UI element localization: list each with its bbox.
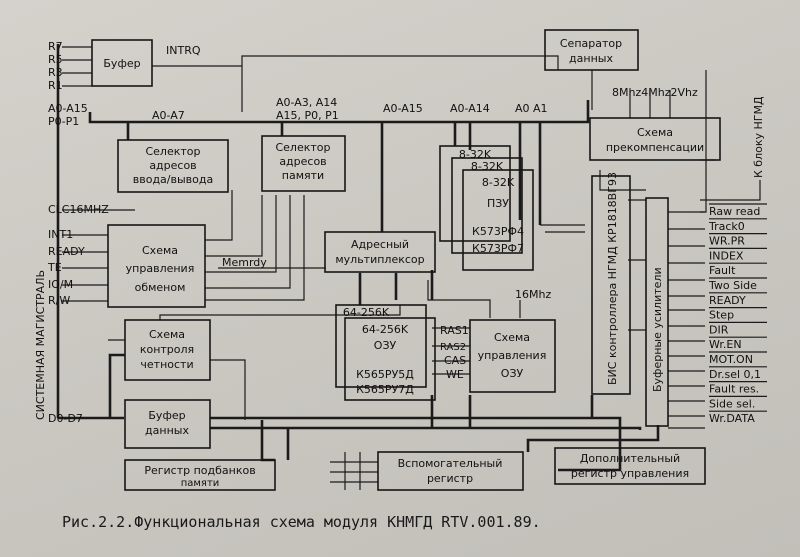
signal-a0-a14: A0-A14	[450, 102, 490, 115]
separator-label-1: Сепаратор	[560, 37, 622, 50]
aux-reg-label-2: регистр	[427, 472, 473, 485]
block-outlines	[91, 29, 721, 491]
data-buffer-label-1: Буфер	[148, 409, 185, 422]
io-selector-label-2: адресов	[149, 159, 196, 172]
parity-label-1: Схема	[149, 328, 185, 341]
fdd-signal-label: READY	[709, 294, 746, 307]
signal-ras2: RAS2	[440, 342, 466, 353]
subbank-reg-label-2: памяти	[181, 478, 220, 489]
exchange-ctrl-label-1: Схема	[142, 244, 178, 257]
addr-mux-label-1: Адресный	[351, 238, 409, 251]
ram-back-label: 64-256K	[343, 306, 390, 319]
fdd-signal-label: Step	[709, 309, 734, 322]
fdd-signal-label: Side sel.	[709, 397, 755, 410]
signal-io-m: IO/M	[48, 278, 73, 291]
buffer-label: Буфер	[103, 57, 140, 70]
rom-label-3: К573РФ4	[472, 225, 524, 238]
fdd-signal-label: Raw read	[709, 205, 760, 218]
extra-ctrl-reg-label-2: регистр управления	[571, 467, 689, 480]
io-selector-label-1: Селектор	[145, 145, 200, 158]
rom-label-1: 8-32K	[482, 176, 515, 189]
signal-intrq: INTRQ	[166, 44, 201, 57]
ram-ctrl-label-3: ОЗУ	[501, 367, 524, 380]
signal-ready: READY	[48, 245, 85, 258]
signal-16mhz: 16Mhz	[515, 288, 551, 301]
exchange-ctrl-label-2: управления	[126, 262, 195, 275]
fdd-signal-label: Wr.DATA	[709, 412, 755, 425]
bus-amps-label: Буферные усилители	[651, 267, 664, 392]
fdd-signal-label: MOT.ON	[709, 353, 753, 366]
signal-r3: R3	[48, 66, 63, 79]
signal-p0-p1: P0-P1	[48, 115, 79, 128]
ram-label-1: 64-256K	[362, 323, 409, 336]
fdd-signal-label: Fault	[709, 264, 736, 277]
parity-label-3: четности	[140, 358, 193, 371]
signal-r-w: R/W	[48, 294, 70, 307]
ram-label-2: ОЗУ	[374, 339, 397, 352]
parity-label-2: контроля	[140, 343, 194, 356]
signal-r1: R1	[48, 79, 63, 92]
signal-a0-a15-left: A0-A15	[48, 102, 88, 115]
ram-label-3: К565РУ5Д	[356, 368, 414, 381]
signal-a0-a7: A0-A7	[152, 109, 185, 122]
ram-label-4: К565РУ7Д	[356, 383, 414, 396]
mem-selector-label-3: памяти	[282, 169, 324, 182]
aux-reg-label-1: Вспомогательный	[398, 457, 503, 470]
data-buffer-label-2: данных	[145, 424, 189, 437]
signal-r5: R5	[48, 53, 63, 66]
rom-label-4: К573РФ7	[472, 242, 524, 255]
signal-a0-a3-a14: A0-A3, A14	[276, 96, 337, 109]
exchange-ctrl-label-3: обменом	[135, 281, 186, 294]
signal-labels: СИСТЕМНАЯ МАГИСТРАЛЬ К блоку НГМД R7 R5 …	[34, 40, 765, 425]
precomp-label-2: прекомпенсации	[606, 141, 704, 154]
signal-te: TE	[47, 261, 62, 274]
mem-selector-label-2: адресов	[279, 155, 326, 168]
wiring	[56, 44, 761, 490]
extra-ctrl-reg-label-1: Дополнительный	[580, 452, 680, 465]
signal-a0-a15-mid: A0-A15	[383, 102, 423, 115]
signal-clc16: CLC16MHZ	[48, 203, 109, 216]
signal-a15-p0-p1: A15, P0, P1	[276, 109, 339, 122]
mem-selector-label-1: Селектор	[275, 141, 330, 154]
fdd-signal-label: WR.PR	[709, 235, 745, 248]
separator-label-2: данных	[569, 52, 613, 65]
bus-side-label: СИСТЕМНАЯ МАГИСТРАЛЬ	[34, 270, 47, 420]
fdc-chip-label: БИС контроллера НГМД КР1818ВГ93	[606, 172, 619, 385]
block-labels: Буфер Сепаратор данных Схема прекомпенса…	[103, 37, 704, 489]
fdd-signal-label: Dr.sel 0,1	[709, 368, 761, 381]
signal-d0-d7: D0-D7	[48, 412, 83, 425]
io-selector-label-3: ввода/вывода	[133, 173, 213, 186]
fdd-side-label: К блоку НГМД	[752, 96, 765, 178]
ram-ctrl-label-1: Схема	[494, 331, 530, 344]
fdd-signal-label: Fault res.	[709, 383, 759, 396]
rom-back2-label: 8-32K	[459, 148, 492, 161]
signal-we: WE	[446, 368, 464, 381]
fdd-signal-label: Two Side	[708, 279, 757, 292]
fdd-signal-label: DIR	[709, 323, 729, 336]
fdd-signal-label: INDEX	[709, 249, 744, 262]
addr-mux-label-2: мультиплексор	[335, 253, 424, 266]
signal-r7: R7	[48, 40, 63, 53]
precomp-label-1: Схема	[637, 126, 673, 139]
subbank-reg-label-1: Регистр подбанков	[144, 464, 255, 477]
ram-ctrl-label-2: управления	[478, 349, 547, 362]
signal-int1: INT1	[48, 228, 73, 241]
signal-a0-a1: A0 A1	[515, 102, 548, 115]
rom-label-2: ПЗУ	[487, 197, 509, 210]
fdd-signal-label: Wr.EN	[709, 338, 742, 351]
signal-memrdy: Memrdy	[222, 256, 267, 269]
signal-ras1: RAS1	[440, 324, 469, 337]
signal-freqs: 8Mhz4Mhz2Vhz	[612, 86, 698, 99]
rom-back1-label: 8-32K	[471, 160, 504, 173]
signal-cas: CAS	[444, 354, 466, 367]
fdd-signal-label: Track0	[708, 220, 745, 233]
figure-caption: Рис.2.2.Функциональная схема модуля КНМГ…	[62, 513, 541, 531]
